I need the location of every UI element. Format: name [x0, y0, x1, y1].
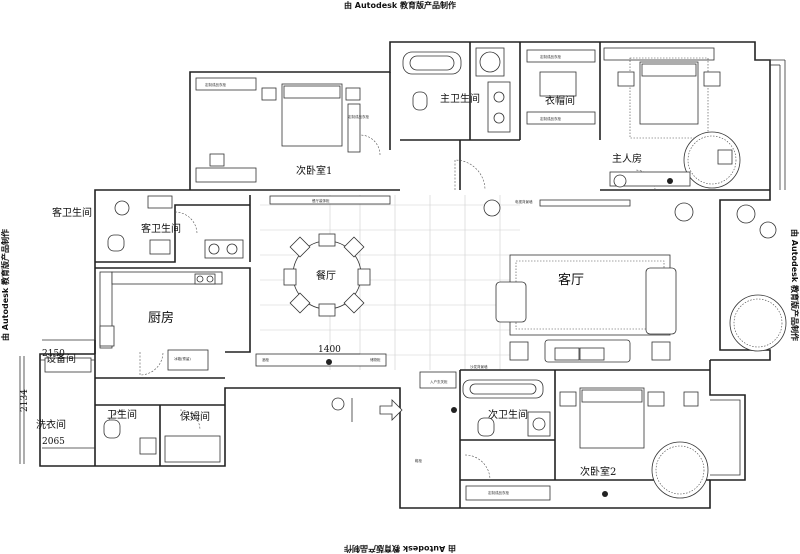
master-bath-fixtures: [402, 47, 511, 133]
room-second-bath: 次卫生间: [488, 408, 528, 421]
room-maid-bath: 卫生间: [107, 408, 137, 421]
room-dining: 餐厅: [316, 269, 336, 282]
label-fridge: 冰箱(预留): [174, 356, 191, 361]
guest-bath-fixtures: [107, 195, 244, 259]
label-shoe-cabinet: 鞋柜: [415, 458, 423, 463]
room-cloakroom: 衣帽间: [545, 94, 575, 107]
label-wardrobe-c: 定制成品衣柜: [205, 82, 226, 87]
dimension-2065: 2065: [42, 437, 65, 447]
label-wardrobe-d: 定制成品衣柜: [348, 114, 369, 119]
room-guest-bath-inner: 客卫生间: [141, 222, 181, 235]
label-tv-cabinet: 电视背景墙: [515, 199, 533, 204]
room-second-bedroom-1: 次卧室1: [296, 164, 332, 177]
room-kitchen: 厨房: [148, 310, 174, 326]
room-laundry: 洗衣间: [36, 418, 66, 431]
dimension-2150: 2150: [42, 349, 65, 359]
plants: [114, 174, 777, 497]
label-wardrobe-a: 定制成品衣柜: [540, 54, 561, 59]
label-entry-cabinet: 入户玄关柜: [430, 379, 448, 384]
label-wardrobe-e: 定制成品衣柜: [488, 490, 509, 495]
room-master-bedroom: 主人房: [612, 152, 642, 165]
maid-area-fixtures: [103, 419, 221, 463]
cloakroom-fixtures: [526, 49, 596, 125]
label-storage: 储物柜: [370, 357, 381, 362]
watermark-right: 由 Autodesk 教育版产品制作: [790, 229, 800, 341]
room-living: 客厅: [558, 272, 584, 288]
watermark-bottom: 由 Autodesk 教育版产品制作: [344, 544, 456, 554]
room-equipment: 设备间: [46, 352, 76, 365]
dimension-1400: 1400: [318, 345, 341, 355]
kitchen-fixtures: [99, 271, 223, 371]
second-bedroom-2-fixtures: [465, 387, 709, 501]
label-wine-cabinet: 酒柜: [262, 357, 270, 362]
room-master-bath: 主卫生间: [440, 92, 480, 105]
dining-table: [255, 195, 391, 367]
laundry-fixtures: [42, 339, 95, 449]
label-sofa-wall: 沙发背景墙: [470, 364, 488, 369]
entrance-arrow: [331, 397, 403, 422]
dimension-2134: 2134: [20, 389, 30, 412]
room-guest-bath-outer: 客卫生间: [52, 206, 92, 219]
label-dining-cabinet: 餐厅装饰柜: [312, 198, 330, 203]
label-wardrobe-b: 定制成品衣柜: [540, 116, 561, 121]
watermark-top: 由 Autodesk 教育版产品制作: [344, 0, 456, 10]
room-second-bedroom-2: 次卧室2: [580, 465, 616, 478]
second-bedroom-1-fixtures: [195, 77, 361, 183]
master-bedroom-fixtures: [603, 47, 741, 189]
second-bath-fixtures: [419, 371, 551, 437]
living-room-fixtures: [495, 199, 787, 363]
room-maid: 保姆间: [180, 410, 210, 423]
watermark-left: 由 Autodesk 教育版产品制作: [0, 229, 10, 341]
